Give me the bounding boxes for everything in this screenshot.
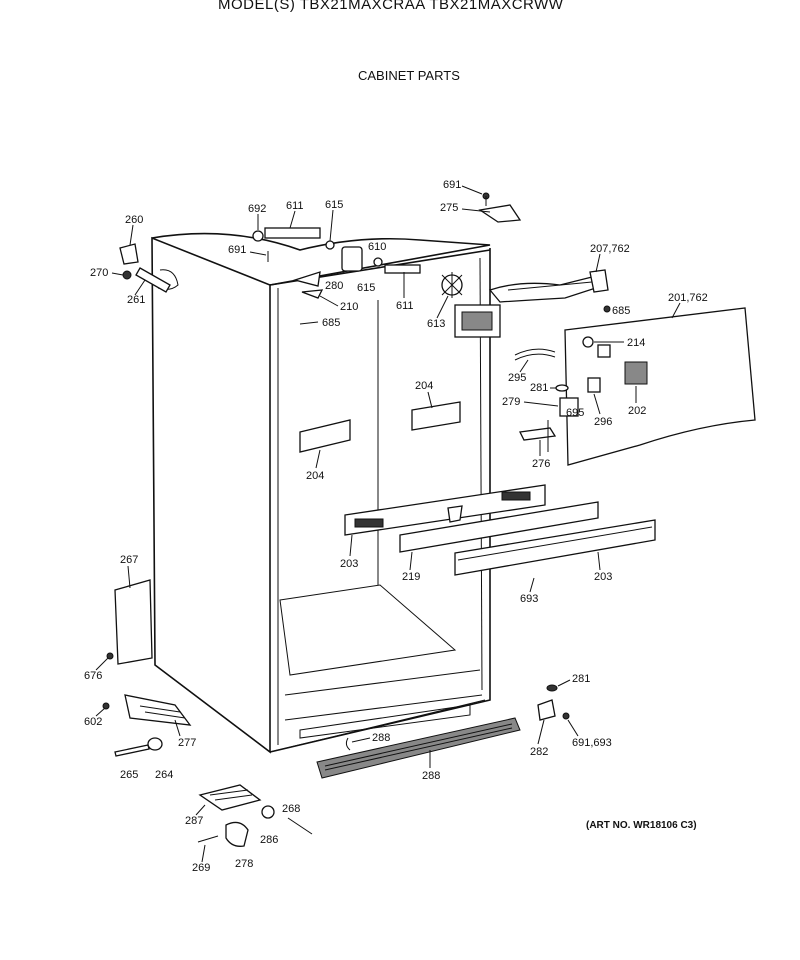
- callout-691: 691: [228, 244, 246, 256]
- callout-611: 611: [286, 200, 304, 212]
- callout-labels: 691 275 692 611 615 260 691 610 207,762 …: [84, 179, 708, 874]
- callout-275: 275: [440, 202, 458, 214]
- callout-260: 260: [125, 214, 143, 226]
- art-number: (ART NO. WR18106 C3): [586, 820, 697, 831]
- callout-287: 287: [185, 815, 203, 827]
- bottom-left-parts: [102, 579, 192, 757]
- callout-204: 204: [306, 470, 324, 482]
- callout-214: 214: [627, 337, 645, 349]
- callout-286: 286: [260, 834, 278, 846]
- callout-685: 685: [322, 317, 340, 329]
- callout-207-762: 207,762: [590, 243, 630, 255]
- callout-615: 615: [357, 282, 375, 294]
- cabinet-shell: [151, 232, 491, 754]
- callout-278: 278: [235, 858, 253, 870]
- grille-and-hardware: [197, 684, 570, 847]
- callout-685: 685: [612, 305, 630, 317]
- callout-269: 269: [192, 862, 210, 874]
- callout-202: 202: [628, 405, 646, 417]
- callout-277: 277: [178, 737, 196, 749]
- callout-693: 693: [520, 593, 538, 605]
- callout-611: 611: [396, 300, 414, 312]
- callout-203: 203: [594, 571, 612, 583]
- callout-615: 615: [325, 199, 343, 211]
- callout-201-762: 201,762: [668, 292, 708, 304]
- callout-610: 610: [368, 241, 386, 253]
- callout-204: 204: [415, 380, 433, 392]
- callout-676: 676: [84, 670, 102, 682]
- brackets: [299, 401, 461, 453]
- top-parts: [119, 192, 522, 325]
- callout-264: 264: [155, 769, 173, 781]
- callout-210: 210: [340, 301, 358, 313]
- callout-276: 276: [532, 458, 550, 470]
- callout-296: 296: [594, 416, 612, 428]
- callout-267: 267: [120, 554, 138, 566]
- callout-270: 270: [90, 267, 108, 279]
- callout-268: 268: [282, 803, 300, 815]
- callout-219: 219: [402, 571, 420, 583]
- callout-281: 281: [530, 382, 548, 394]
- callout-695: 695: [566, 407, 584, 419]
- callout-288: 288: [372, 732, 390, 744]
- callout-691: 691: [443, 179, 461, 191]
- control-panel: [514, 307, 756, 466]
- section-title: CABINET PARTS: [358, 68, 460, 83]
- callout-288: 288: [422, 770, 440, 782]
- callout-281: 281: [572, 673, 590, 685]
- callout-279: 279: [502, 396, 520, 408]
- callout-295: 295: [508, 372, 526, 384]
- callout-280: 280: [325, 280, 343, 292]
- callout-692: 692: [248, 203, 266, 215]
- callout-691-693: 691,693: [572, 737, 612, 749]
- callout-282: 282: [530, 746, 548, 758]
- rails: [344, 484, 656, 576]
- callout-261: 261: [127, 294, 145, 306]
- fan-duct-assembly: [441, 269, 611, 338]
- model-header: MODEL(S) TBX21MAXCRAA TBX21MAXCRWW: [218, 0, 564, 13]
- callout-265: 265: [120, 769, 138, 781]
- callout-613: 613: [427, 318, 445, 330]
- callout-203: 203: [340, 558, 358, 570]
- callout-602: 602: [84, 716, 102, 728]
